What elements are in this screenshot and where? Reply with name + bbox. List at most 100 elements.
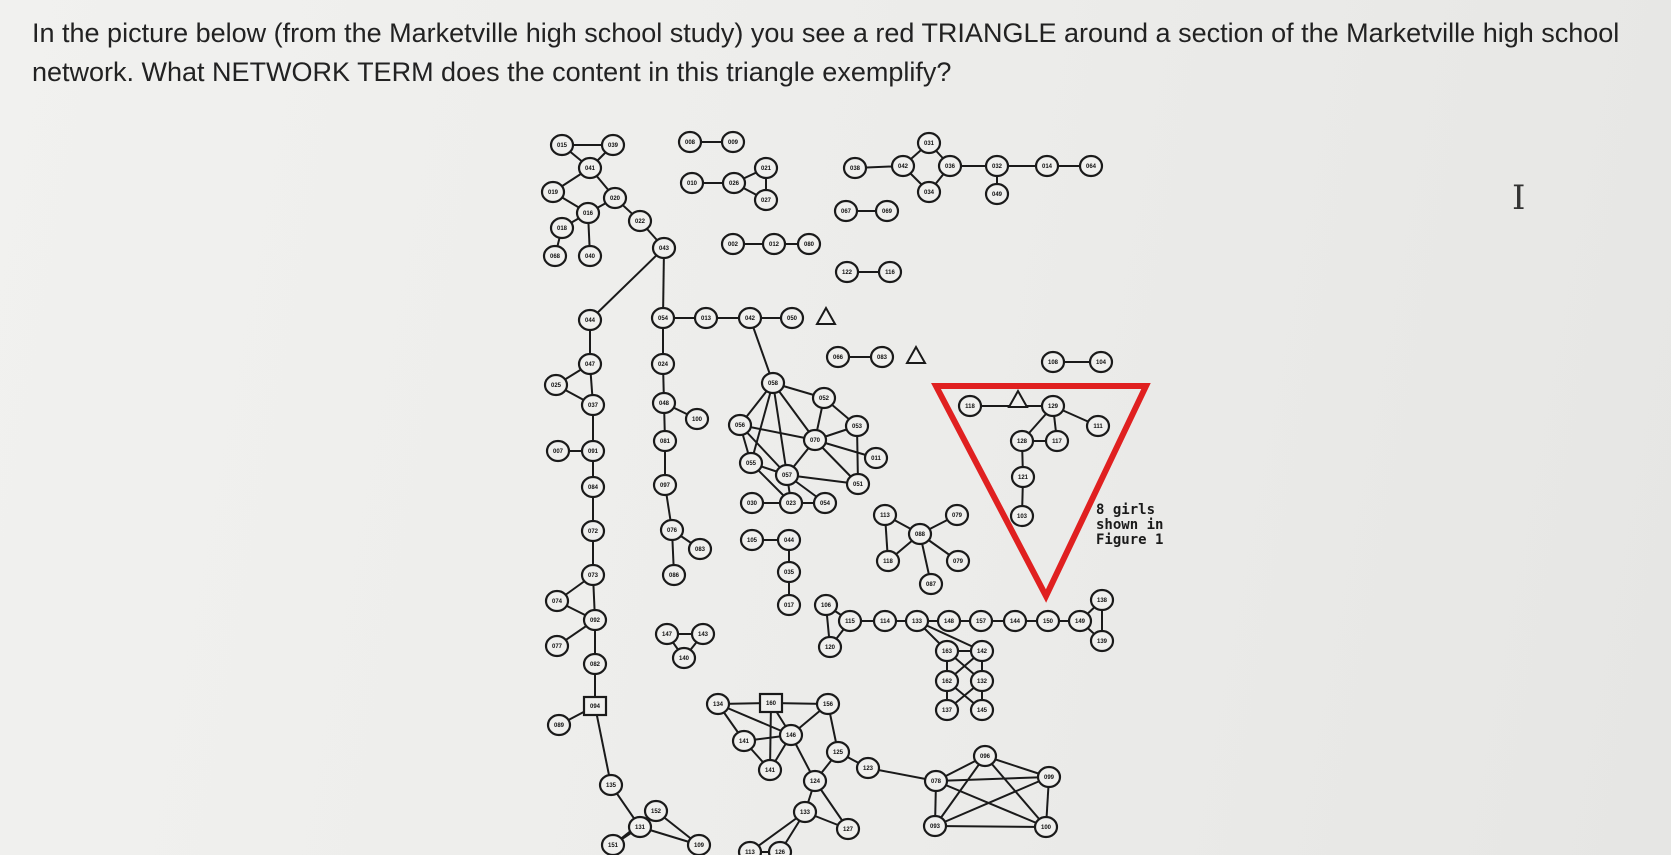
- node-shape: [1089, 629, 1115, 653]
- node-shape: [776, 593, 802, 617]
- network-node: 145: [969, 698, 995, 722]
- node-label: 016: [583, 211, 594, 217]
- network-edge: [594, 705, 612, 786]
- node-label: 128: [1017, 439, 1028, 445]
- network-node: 108: [1040, 350, 1066, 374]
- node-label: 073: [588, 573, 599, 579]
- node-label: 032: [992, 164, 1003, 170]
- network-node: 124: [802, 769, 828, 793]
- network-node: 088: [907, 522, 933, 546]
- network-node: 135: [598, 773, 624, 797]
- node-label: 105: [747, 538, 758, 544]
- node-label: 150: [1043, 619, 1054, 625]
- node-label: 139: [1097, 639, 1108, 645]
- network-node: 042: [737, 306, 763, 330]
- network-node: 084: [580, 475, 606, 499]
- network-node: 054: [812, 491, 838, 515]
- network-node: 092: [582, 608, 608, 632]
- node-label: 054: [658, 316, 669, 322]
- node-shape: [577, 352, 603, 376]
- node-label: 018: [557, 226, 568, 232]
- network-node: 138: [1089, 588, 1115, 612]
- node-shape: [815, 692, 841, 716]
- node-shape: [727, 413, 753, 437]
- node-shape: [577, 308, 603, 332]
- network-node: 093: [922, 814, 948, 838]
- node-shape: [659, 518, 685, 542]
- network-node: 133: [904, 609, 930, 633]
- node-label: 052: [819, 396, 830, 402]
- node-shape: [542, 244, 568, 268]
- node-label: 076: [667, 528, 678, 534]
- network-node: 137: [934, 698, 960, 722]
- node-shape: [778, 491, 804, 515]
- node-shape: [1040, 350, 1066, 374]
- network-edge: [589, 247, 665, 321]
- node-label: 013: [701, 316, 712, 322]
- node-label: 092: [590, 618, 601, 624]
- node-label: 002: [728, 242, 739, 248]
- node-shape: [1002, 609, 1028, 633]
- network-node: 083: [687, 537, 713, 561]
- network-node: 040: [577, 244, 603, 268]
- network-node: 106: [813, 593, 839, 617]
- node-label: 118: [965, 404, 975, 410]
- node-shape: [1044, 429, 1070, 453]
- annotation-line-1: 8 girls: [1096, 502, 1155, 518]
- node-shape: [825, 740, 851, 764]
- node-shape: [937, 154, 963, 178]
- network-node: 163: [934, 639, 960, 663]
- node-label: 024: [658, 362, 669, 368]
- node-shape: [544, 589, 570, 613]
- node-label: 149: [1075, 619, 1086, 625]
- node-shape: [720, 130, 746, 154]
- network-node: 086: [661, 563, 687, 587]
- network-node: 132: [969, 669, 995, 693]
- node-label: 078: [931, 779, 942, 785]
- network-node: 051: [845, 472, 871, 496]
- network-node: 050: [779, 306, 805, 330]
- network-node: 117: [1044, 429, 1070, 453]
- node-label: 133: [800, 810, 811, 816]
- network-node: 074: [544, 589, 570, 613]
- node-shape: [577, 244, 603, 268]
- node-shape: [580, 439, 606, 463]
- node-label: 042: [898, 164, 909, 170]
- node-shape: [1033, 815, 1059, 839]
- network-node: 019: [540, 180, 566, 204]
- network-node: 147: [654, 622, 680, 646]
- node-label: 015: [557, 143, 568, 149]
- node-label: 084: [588, 485, 599, 491]
- node-label: 118: [883, 559, 893, 565]
- node-label: 048: [659, 401, 670, 407]
- network-node: 129: [1040, 394, 1066, 418]
- node-label: 034: [924, 190, 935, 196]
- network-markers: [815, 305, 1029, 408]
- network-node: 133: [792, 800, 818, 824]
- node-label: 160: [766, 701, 777, 707]
- node-shape: [686, 833, 712, 855]
- node-label: 012: [769, 242, 780, 248]
- network-node: 083: [869, 345, 895, 369]
- node-label: 125: [833, 750, 844, 756]
- node-shape: [835, 817, 861, 841]
- node-shape: [650, 352, 676, 376]
- node-shape: [761, 232, 787, 256]
- node-label: 137: [942, 708, 953, 714]
- network-node: 148: [936, 609, 962, 633]
- network-node: 007: [545, 439, 571, 463]
- node-label: 074: [552, 599, 563, 605]
- network-node: 014: [1034, 154, 1060, 178]
- node-shape: [739, 528, 765, 552]
- node-label: 053: [852, 424, 863, 430]
- node-shape: [545, 439, 571, 463]
- node-shape: [984, 154, 1010, 178]
- network-node: 049: [984, 182, 1010, 206]
- node-label: 050: [787, 316, 798, 322]
- node-shape: [776, 528, 802, 552]
- node-shape: [825, 345, 851, 369]
- node-shape: [758, 692, 784, 714]
- node-shape: [600, 133, 626, 157]
- node-label: 041: [585, 166, 596, 172]
- node-shape: [651, 391, 677, 415]
